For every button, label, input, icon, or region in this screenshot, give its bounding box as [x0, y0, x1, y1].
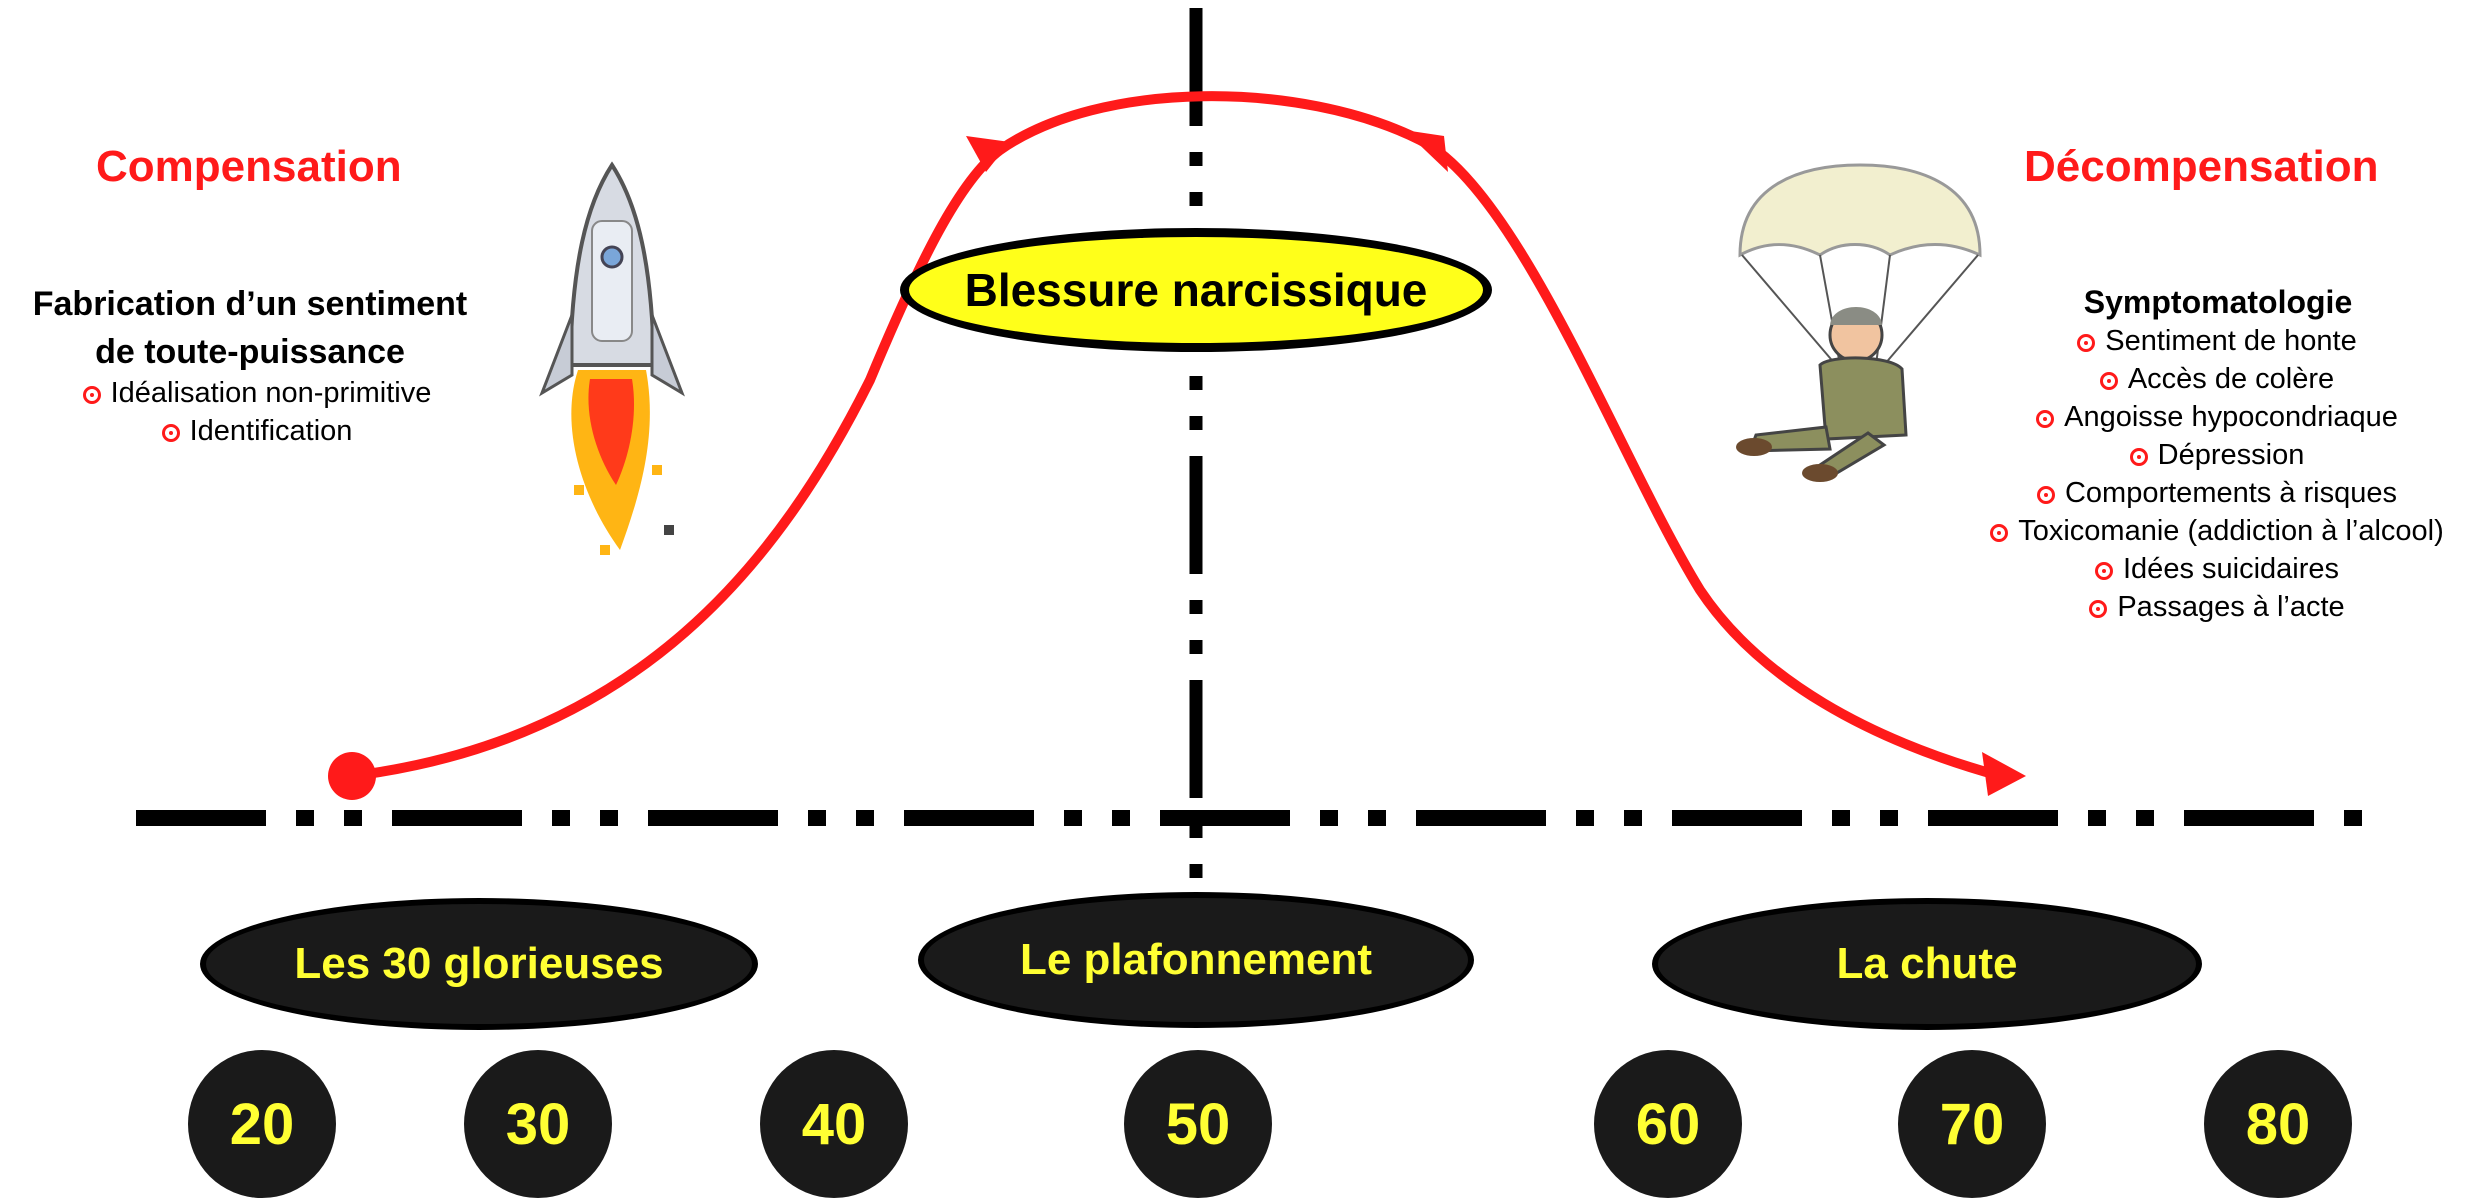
rocket-icon: [539, 161, 685, 555]
trajectory-curve: [347, 91, 2005, 781]
phase-glorious-30: Les 30 glorieuses: [200, 898, 758, 1030]
age-60: 60: [1594, 1050, 1742, 1198]
list-item: Passages à l’acte: [1950, 588, 2484, 626]
list-item: Accès de colère: [1950, 360, 2484, 398]
target-bullet-icon: [2095, 562, 2113, 580]
central-label: Blessure narcissique: [900, 228, 1492, 352]
age-70: 70: [1898, 1050, 2046, 1198]
arrowhead-end: [1982, 752, 2026, 796]
target-bullet-icon: [161, 424, 180, 442]
phase-plateau: Le plafonnement: [918, 892, 1474, 1028]
age-20: 20: [188, 1050, 336, 1198]
age-80: 80: [2204, 1050, 2352, 1198]
target-bullet-icon: [2077, 334, 2096, 352]
decompensation-heading: Décompensation: [2024, 142, 2379, 191]
compensation-subheading-line1: Fabrication d’un sentiment: [32, 285, 468, 323]
curve-start-dot: [328, 752, 376, 800]
symptomatology-heading: Symptomatologie: [2083, 284, 2353, 320]
target-bullet-icon: [1990, 524, 2009, 542]
age-40: 40: [760, 1050, 908, 1198]
list-item: Sentiment de honte: [1950, 322, 2484, 360]
list-item: Angoisse hypocondriaque: [1950, 398, 2484, 436]
list-item: Idées suicidaires: [1950, 550, 2484, 588]
list-item: Toxicomanie (addiction à l’alcool): [1950, 512, 2484, 550]
target-bullet-icon: [2089, 600, 2108, 618]
arrowhead-up: [966, 136, 1010, 172]
compensation-heading: Compensation: [96, 142, 402, 191]
symptomatology-items: Sentiment de honte Accès de colère Angoi…: [1950, 322, 2484, 626]
list-item: Idéalisation non-primitive: [0, 374, 514, 412]
target-bullet-icon: [2036, 410, 2055, 428]
target-bullet-icon: [2099, 372, 2118, 390]
compensation-items: Idéalisation non-primitive Identificatio…: [0, 374, 514, 450]
age-30: 30: [464, 1050, 612, 1198]
compensation-subheading: Fabrication d’un sentiment de toute-puis…: [0, 280, 500, 376]
target-bullet-icon: [2036, 486, 2055, 504]
list-item: Identification: [0, 412, 514, 450]
compensation-subheading-line2: de toute-puissance: [95, 333, 405, 371]
age-50: 50: [1124, 1050, 1272, 1198]
phase-fall: La chute: [1652, 898, 2202, 1030]
target-bullet-icon: [2129, 448, 2148, 466]
parachutist-icon: [1736, 163, 1982, 482]
list-item: Dépression: [1950, 436, 2484, 474]
list-item: Comportements à risques: [1950, 474, 2484, 512]
arrowhead-peak: [1404, 130, 1448, 172]
target-bullet-icon: [82, 386, 101, 404]
